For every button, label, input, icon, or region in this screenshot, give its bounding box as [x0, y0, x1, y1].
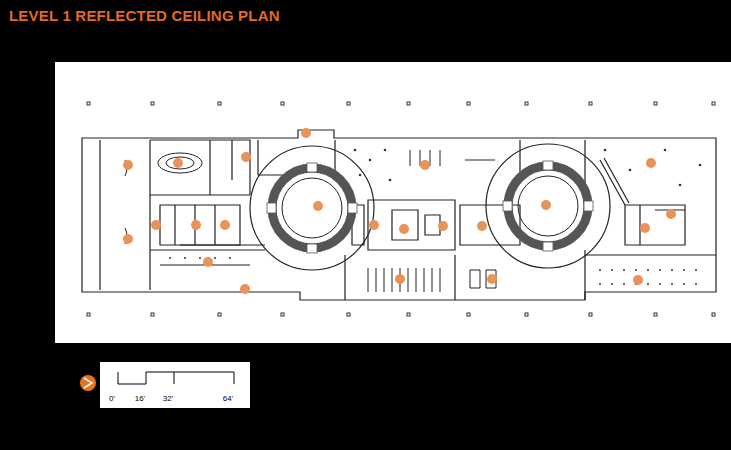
scale-label: 64': [223, 394, 233, 403]
walls: [82, 130, 716, 300]
scale-box: 0' 16' 32' 64': [100, 362, 250, 408]
scale-label: 0': [109, 394, 115, 403]
scale-label: 32': [163, 394, 173, 403]
light-fixtures: [169, 149, 701, 285]
scale-label: 16': [135, 394, 145, 403]
column-grid: [87, 102, 715, 316]
north-arrow-mark: [84, 378, 92, 388]
ceiling-fixtures: [125, 150, 496, 292]
rotundas: [250, 144, 610, 270]
plan-sheet: [55, 62, 731, 343]
page-title: LEVEL 1 REFLECTED CEILING PLAN: [9, 7, 280, 24]
north-arrow: [80, 375, 96, 391]
callout-markers: [123, 128, 676, 294]
scale-panel-ground: [100, 362, 250, 408]
